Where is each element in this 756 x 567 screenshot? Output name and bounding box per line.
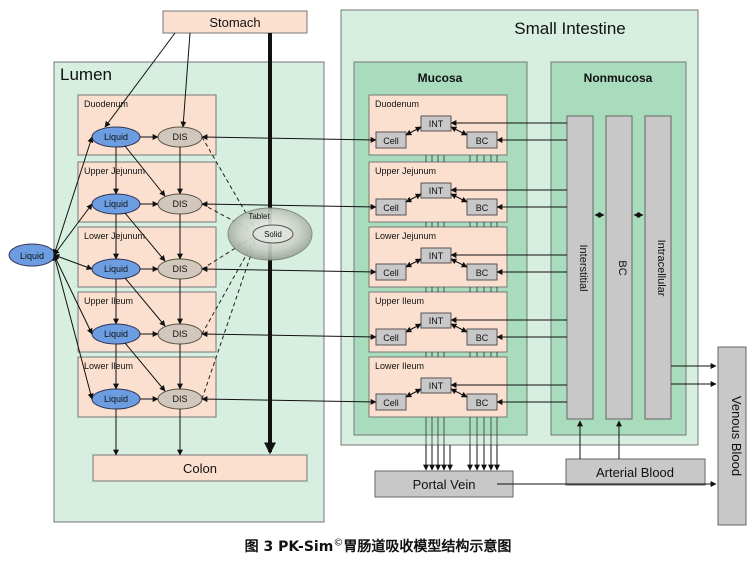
int-bc-link-duodenum bbox=[450, 126, 468, 136]
int-bc-link-upper-jejunum bbox=[450, 193, 468, 203]
portal-vein-label: Portal Vein bbox=[413, 477, 476, 492]
int-label-duodenum: INT bbox=[429, 119, 444, 129]
mucosa-segment-label-lower-ileum: Lower Ileum bbox=[375, 361, 424, 371]
int-cell-link-upper-jejunum bbox=[405, 193, 422, 203]
interstitial-label: Interstitial bbox=[577, 244, 589, 291]
cell-label-upper-jejunum: Cell bbox=[383, 203, 399, 213]
portal-vein-box bbox=[374, 470, 514, 498]
lumen-segment-label-lower-ileum: Lower Ileum bbox=[84, 361, 133, 371]
bc-label-upper-jejunum: BC bbox=[476, 203, 489, 213]
int-label-lower-ileum: INT bbox=[429, 381, 444, 391]
stomach-to-dis-arrow bbox=[180, 32, 191, 128]
mucosa-segment-label-upper-ileum: Upper Ileum bbox=[375, 296, 424, 306]
liquid-label-duodenum: Liquid bbox=[104, 132, 128, 142]
solid-node bbox=[252, 224, 294, 244]
lumen-segment-label-lower-jejunum: Lower Jejunum bbox=[84, 231, 145, 241]
int-bc-link-upper-ileum bbox=[450, 323, 468, 333]
bc-label-upper-ileum: BC bbox=[476, 333, 489, 343]
dis-label-lower-jejunum: DIS bbox=[172, 264, 187, 274]
figure-caption: 图 3 PK-Sim©胃肠道吸收模型结构示意图 bbox=[244, 537, 512, 555]
int-bc-link-lower-jejunum bbox=[450, 258, 468, 268]
tablet-label: Tablet bbox=[248, 212, 270, 221]
lumen-segment-label-upper-ileum: Upper Ileum bbox=[84, 296, 133, 306]
liquid-label-lower-ileum: Liquid bbox=[104, 394, 128, 404]
lumen-segment-label-upper-jejunum: Upper Jejunum bbox=[84, 166, 145, 176]
dis-label-upper-ileum: DIS bbox=[172, 329, 187, 339]
colon-box bbox=[92, 454, 308, 482]
tablet-dash-upper-ileum bbox=[201, 233, 259, 335]
cell-label-lower-jejunum: Cell bbox=[383, 268, 399, 278]
lumen-segment-label-duodenum: Duodenum bbox=[84, 99, 128, 109]
lumen-liquid-link-upper-jejunum bbox=[53, 203, 93, 256]
mucosa-segment-label-lower-jejunum: Lower Jejunum bbox=[375, 231, 436, 241]
int-cell-link-upper-ileum bbox=[405, 323, 422, 333]
cell-label-upper-ileum: Cell bbox=[383, 333, 399, 343]
int-bc-link-lower-ileum bbox=[450, 388, 468, 398]
int-label-upper-jejunum: INT bbox=[429, 186, 444, 196]
small-intestine-title: Small Intestine bbox=[514, 19, 626, 38]
dis-label-upper-jejunum: DIS bbox=[172, 199, 187, 209]
bc-label-duodenum: BC bbox=[476, 136, 489, 146]
dis-cell-link-duodenum bbox=[201, 134, 377, 143]
stomach-to-liquid-arrow bbox=[104, 32, 176, 128]
cross-flow-duodenum bbox=[124, 145, 166, 197]
colon-label: Colon bbox=[183, 461, 217, 476]
dis-cell-link-upper-jejunum bbox=[201, 201, 377, 210]
intracellular-label: Intracellular bbox=[655, 240, 667, 297]
cell-label-duodenum: Cell bbox=[383, 136, 399, 146]
venous-blood-box bbox=[717, 346, 747, 526]
intracellular-box bbox=[644, 115, 672, 420]
nonmucosa-bc-label: BC bbox=[616, 260, 628, 275]
int-label-upper-ileum: INT bbox=[429, 316, 444, 326]
lumen-liquid-link-lower-ileum bbox=[52, 254, 94, 400]
dis-cell-link-upper-ileum bbox=[201, 331, 377, 340]
stomach-label: Stomach bbox=[209, 15, 260, 30]
dis-cell-link-lower-jejunum bbox=[201, 266, 377, 275]
bc-label-lower-ileum: BC bbox=[476, 398, 489, 408]
dis-cell-link-lower-ileum bbox=[201, 396, 377, 405]
nonmucosa-title: Nonmucosa bbox=[584, 71, 653, 85]
arterial-blood-label: Arterial Blood bbox=[596, 465, 674, 480]
liquid-label-upper-ileum: Liquid bbox=[104, 329, 128, 339]
cross-flow-upper-jejunum bbox=[124, 212, 166, 262]
int-cell-link-duodenum bbox=[405, 126, 422, 136]
mucosa-segment-label-duodenum: Duodenum bbox=[375, 99, 419, 109]
cross-flow-lower-jejunum bbox=[124, 277, 166, 327]
interstitial-box bbox=[566, 115, 594, 420]
lumen-title: Lumen bbox=[60, 65, 112, 84]
liquid-label-lower-jejunum: Liquid bbox=[104, 264, 128, 274]
dis-label-lower-ileum: DIS bbox=[172, 394, 187, 404]
solid-label: Solid bbox=[264, 230, 282, 239]
bc-label-lower-jejunum: BC bbox=[476, 268, 489, 278]
stomach-box bbox=[162, 10, 308, 34]
liquid-label-upper-jejunum: Liquid bbox=[104, 199, 128, 209]
tablet-dash-lower-ileum bbox=[201, 233, 259, 400]
mucosa-segment-label-upper-jejunum: Upper Jejunum bbox=[375, 166, 436, 176]
int-cell-link-lower-jejunum bbox=[405, 258, 422, 268]
mucosa-title: Mucosa bbox=[418, 71, 463, 85]
nonmucosa-bc-box bbox=[605, 115, 633, 420]
venous-blood-label: Venous Blood bbox=[729, 396, 744, 476]
int-label-lower-jejunum: INT bbox=[429, 251, 444, 261]
cell-label-lower-ileum: Cell bbox=[383, 398, 399, 408]
cross-flow-upper-ileum bbox=[124, 342, 166, 392]
arterial-blood-box bbox=[565, 458, 706, 486]
lumen-liquid-label: Liquid bbox=[20, 251, 44, 261]
dis-label-duodenum: DIS bbox=[172, 132, 187, 142]
int-cell-link-lower-ileum bbox=[405, 388, 422, 398]
